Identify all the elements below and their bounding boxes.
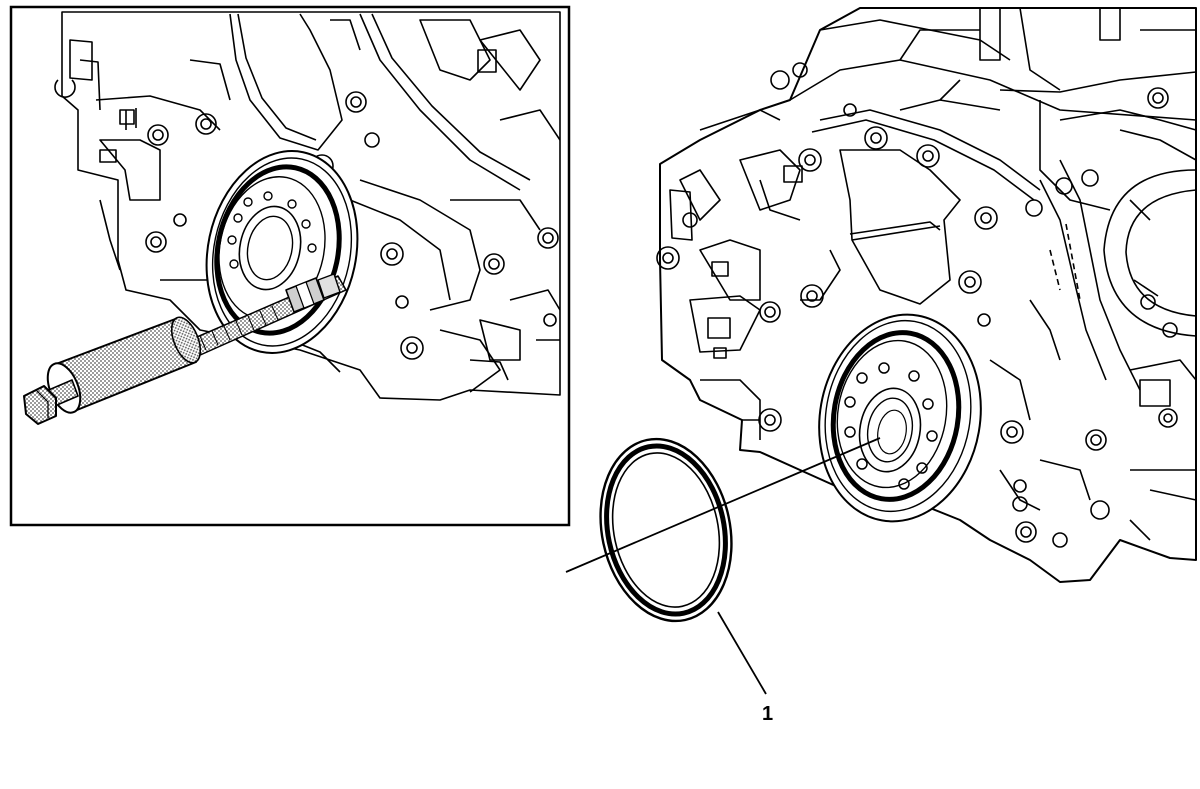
- installation-direction-line: [565, 437, 881, 573]
- main-engine-block: [656, 7, 1197, 583]
- seal-remover-tool: [23, 273, 347, 425]
- callout-leader-1: [717, 611, 767, 695]
- rod-threads: [199, 305, 279, 351]
- main-seal-housing: [818, 313, 982, 523]
- inset-panel: [9, 5, 571, 527]
- callout-label-1: 1: [762, 703, 773, 725]
- rear-main-seal: [599, 437, 733, 623]
